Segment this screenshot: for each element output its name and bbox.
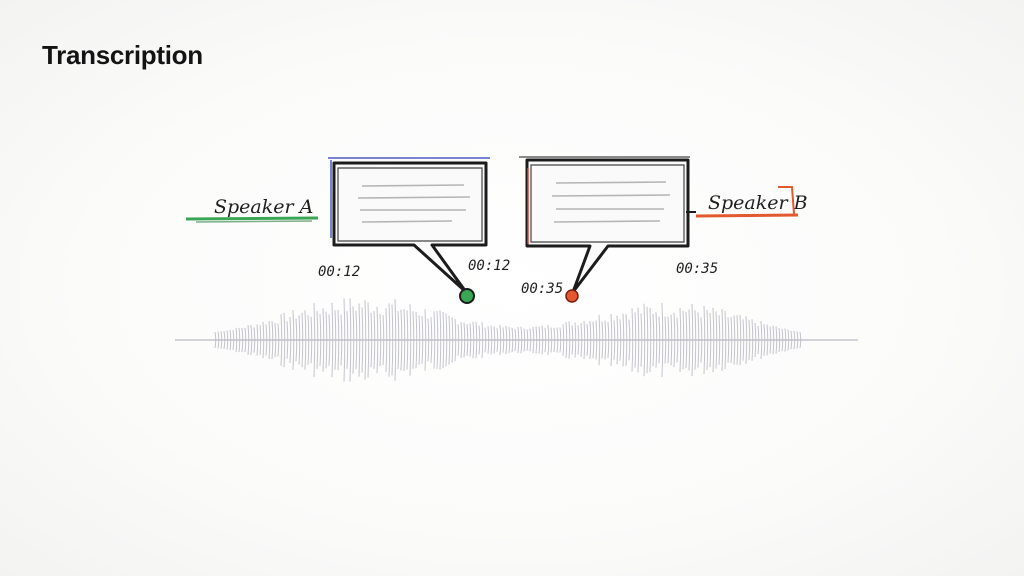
speaker-a-bubble-outline: [332, 161, 488, 294]
speaker-b-timestamp-start: 00:35: [521, 281, 563, 297]
speaker-a-text-lines: [357, 184, 471, 223]
speaker-b-text-lines: [551, 181, 671, 223]
speaker-a-underline: [185, 216, 319, 221]
speaker-a-bubble-inner: [337, 167, 483, 242]
speaker-b-label: Speaker B: [708, 192, 808, 214]
page-title: Transcription: [42, 40, 203, 70]
speaker-b-bubble: [519, 156, 690, 303]
speaker-a-bubble: [328, 157, 490, 304]
speaker-b-bracket: [778, 186, 795, 215]
speaker-b-tag: Speaker B: [686, 186, 808, 218]
speaker-a-timestamp-end: 00:12: [468, 258, 510, 274]
speaker-b-bubble-inner: [530, 164, 685, 243]
speaker-b-marker-dot: [565, 289, 579, 303]
speaker-b-timestamp-end: 00:35: [676, 261, 718, 277]
speaker-a-label: Speaker A: [214, 196, 313, 218]
speaker-a-underline-shadow: [195, 220, 313, 223]
speaker-a-marker-dot: [459, 288, 475, 304]
audio-waveform: [175, 298, 858, 382]
speaker-b-underline: [695, 213, 799, 218]
speaker-b-bubble-outline: [525, 158, 690, 294]
speaker-a-timestamp-start: 00:12: [318, 264, 360, 280]
speaker-a-tag: Speaker A: [185, 196, 319, 223]
